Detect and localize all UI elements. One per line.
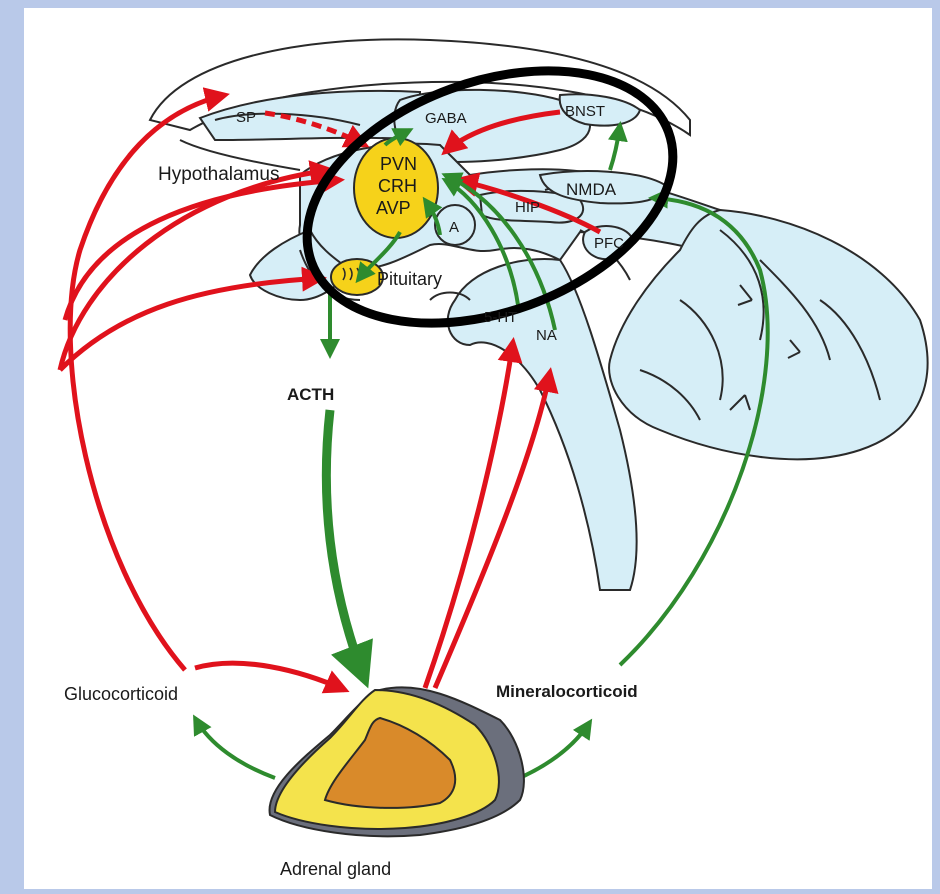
label-amygdala: A	[449, 219, 459, 236]
label-sp: SP	[236, 109, 256, 126]
label-acth: ACTH	[287, 385, 334, 404]
label-bnst: BNST	[565, 103, 605, 120]
label-avp: AVP	[376, 198, 411, 218]
label-nmda: NMDA	[566, 180, 617, 199]
label-pvn: PVN	[380, 154, 417, 174]
label-hypothalamus: Hypothalamus	[158, 164, 279, 185]
label-pituitary: Pituitary	[377, 269, 442, 289]
label-na: NA	[536, 327, 557, 344]
label-pfc: PFC	[594, 235, 624, 252]
label-mineralocorticoid: Mineralocorticoid	[496, 682, 638, 701]
label-gaba: GABA	[425, 110, 467, 127]
label-adrenal-gland: Adrenal gland	[280, 859, 391, 879]
label-glucocorticoid: Glucocorticoid	[64, 684, 178, 704]
label-hip: HIP	[515, 199, 540, 216]
label-5ht: 5-HT	[484, 309, 517, 326]
label-crh: CRH	[378, 176, 417, 196]
